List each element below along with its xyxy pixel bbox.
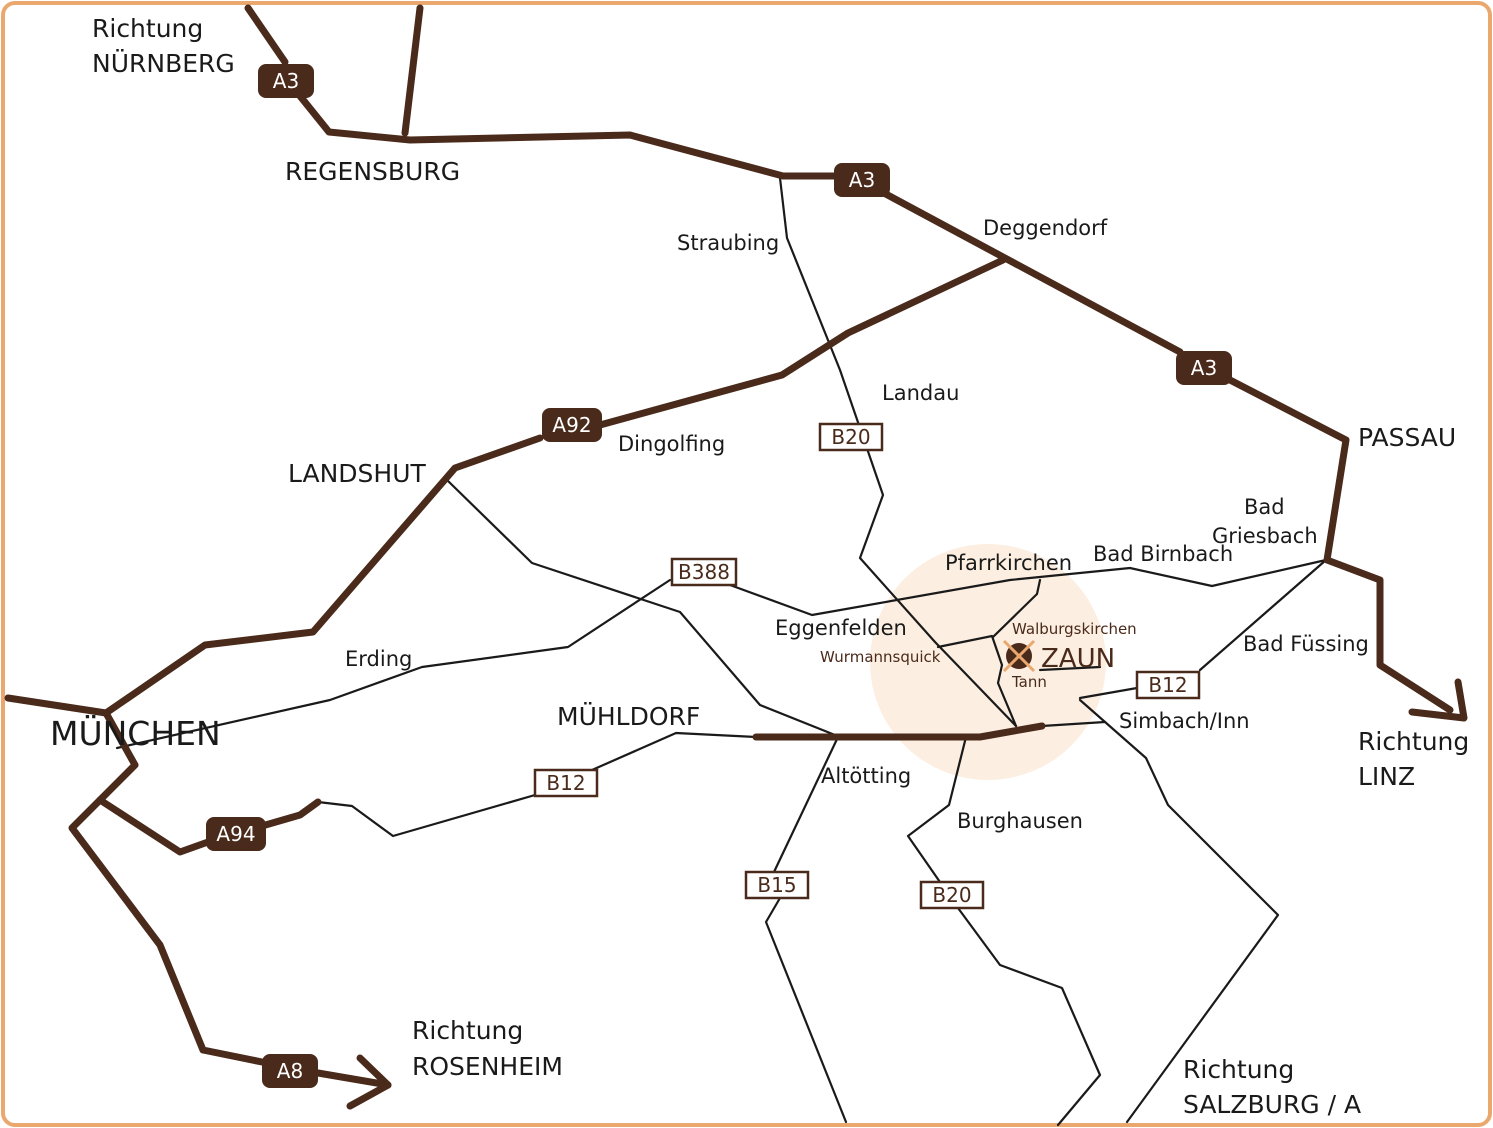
road-simbach bbox=[1040, 720, 1107, 728]
highway-muenchen-south bbox=[68, 709, 266, 1066]
road-wurmannsquick-tann bbox=[936, 634, 1018, 728]
label-richtung-rosenheim: Richtung bbox=[412, 1016, 523, 1045]
label-bad-birnbach: Bad Birnbach bbox=[1093, 542, 1233, 566]
label-landshut: LANDSHUT bbox=[288, 459, 427, 488]
road-bad-fuessing bbox=[1198, 558, 1328, 672]
highway-rosenheim-arrow bbox=[346, 1054, 392, 1110]
svg-text:B15: B15 bbox=[757, 873, 796, 897]
shield-b20-south: B20 bbox=[919, 880, 985, 910]
shield-b12-west: B12 bbox=[533, 768, 599, 798]
shield-b12-east: B12 bbox=[1135, 670, 1201, 700]
svg-text:B20: B20 bbox=[932, 883, 971, 907]
road-straubing-b20 bbox=[778, 176, 1018, 728]
highway-a3-passau bbox=[878, 188, 1184, 356]
highway-a94 bbox=[96, 796, 212, 856]
svg-text:A94: A94 bbox=[216, 822, 255, 846]
svg-text:B20: B20 bbox=[831, 425, 870, 449]
road-burghausen-b20 bbox=[906, 735, 968, 910]
road-landshut-muehldorf bbox=[445, 478, 837, 737]
highway-linz-arrow bbox=[1408, 678, 1468, 722]
highway-a94-east bbox=[258, 798, 322, 830]
shield-a92: A92 bbox=[542, 408, 602, 442]
label-altoetting: Altötting bbox=[821, 764, 911, 788]
label-richtung-nuernberg: Richtung bbox=[92, 14, 203, 43]
highway-a92 bbox=[596, 256, 1007, 429]
label-passau: PASSAU bbox=[1358, 423, 1456, 452]
label-muenchen: MÜNCHEN bbox=[50, 713, 221, 753]
label-dingolfing: Dingolfing bbox=[618, 432, 725, 456]
road-b15-south bbox=[764, 896, 848, 1124]
label-regensburg: REGENSBURG bbox=[285, 157, 460, 186]
road-muehldorf-b12 bbox=[590, 731, 758, 772]
label-bad-fuessing: Bad Füssing bbox=[1243, 632, 1369, 656]
label-tann: Tann bbox=[1011, 673, 1047, 691]
road-b388-birnbach bbox=[728, 558, 1328, 617]
highways bbox=[4, 4, 1468, 1110]
shield-a3-north: A3 bbox=[258, 64, 314, 98]
label-landau: Landau bbox=[882, 381, 959, 405]
label-simbach: Simbach/Inn bbox=[1119, 709, 1250, 733]
label-nuernberg: NÜRNBERG bbox=[92, 49, 235, 78]
label-muehldorf: MÜHLDORF bbox=[557, 702, 700, 731]
shield-b15: B15 bbox=[744, 870, 810, 900]
svg-text:A92: A92 bbox=[552, 413, 591, 437]
svg-text:A3: A3 bbox=[273, 69, 299, 93]
road-b15 bbox=[772, 735, 840, 874]
label-straubing: Straubing bbox=[677, 231, 779, 255]
shield-a3-passau: A3 bbox=[1176, 351, 1232, 385]
label-bad-griesbach-1: Bad bbox=[1244, 495, 1285, 519]
road-tann-b12 bbox=[1038, 665, 1102, 672]
svg-text:A8: A8 bbox=[277, 1059, 303, 1083]
highway-a3-regensburg bbox=[296, 92, 844, 180]
shield-a94: A94 bbox=[206, 817, 266, 851]
secondary-roads bbox=[115, 176, 1328, 1127]
svg-text:B388: B388 bbox=[678, 560, 730, 584]
highway-regensburg-north bbox=[401, 4, 424, 137]
road-b20-south bbox=[956, 906, 1102, 1127]
svg-text:B12: B12 bbox=[1148, 673, 1187, 697]
label-rosenheim: ROSENHEIM bbox=[412, 1052, 563, 1081]
highway-muehldorf bbox=[752, 722, 1046, 741]
road-b12-west bbox=[316, 793, 537, 838]
label-richtung-salzburg: Richtung bbox=[1183, 1055, 1294, 1084]
road-simbach-salzburg bbox=[1078, 698, 1280, 1124]
svg-text:B12: B12 bbox=[546, 771, 585, 795]
label-bad-griesbach-2: Griesbach bbox=[1212, 524, 1318, 548]
highway-a8-arrow-line bbox=[314, 1069, 392, 1089]
label-zaun: ZAUN bbox=[1041, 644, 1115, 674]
label-wurmannsquick: Wurmannsquick bbox=[820, 648, 941, 666]
label-linz: LINZ bbox=[1358, 762, 1415, 791]
label-richtung-linz: Richtung bbox=[1358, 727, 1469, 756]
highway-a92-west bbox=[4, 434, 544, 717]
circle-x-marker-icon bbox=[1002, 639, 1036, 673]
label-eggenfelden: Eggenfelden bbox=[775, 616, 907, 640]
svg-text:A3: A3 bbox=[1191, 356, 1217, 380]
shield-b388: B388 bbox=[670, 557, 738, 587]
shield-a8: A8 bbox=[262, 1054, 318, 1088]
label-pfarrkirchen: Pfarrkirchen bbox=[945, 551, 1072, 575]
svg-text:A3: A3 bbox=[849, 168, 875, 192]
road-erding-b388 bbox=[115, 578, 672, 750]
road-pfarrkirchen-walburgskirchen bbox=[991, 578, 1042, 639]
label-erding: Erding bbox=[345, 647, 412, 671]
road-b12-east bbox=[1078, 686, 1139, 700]
label-deggendorf: Deggendorf bbox=[983, 216, 1108, 240]
highway-a3-north bbox=[244, 4, 289, 66]
shield-a3-regensburg: A3 bbox=[834, 163, 890, 197]
label-salzburg: SALZBURG / A bbox=[1183, 1090, 1361, 1119]
destination-highlight-area bbox=[870, 544, 1106, 780]
label-burghausen: Burghausen bbox=[957, 809, 1083, 833]
highway-a3-passau-south bbox=[1226, 376, 1454, 714]
label-walburgskirchen: Walburgskirchen bbox=[1012, 620, 1137, 638]
shield-b20-north: B20 bbox=[818, 422, 884, 452]
